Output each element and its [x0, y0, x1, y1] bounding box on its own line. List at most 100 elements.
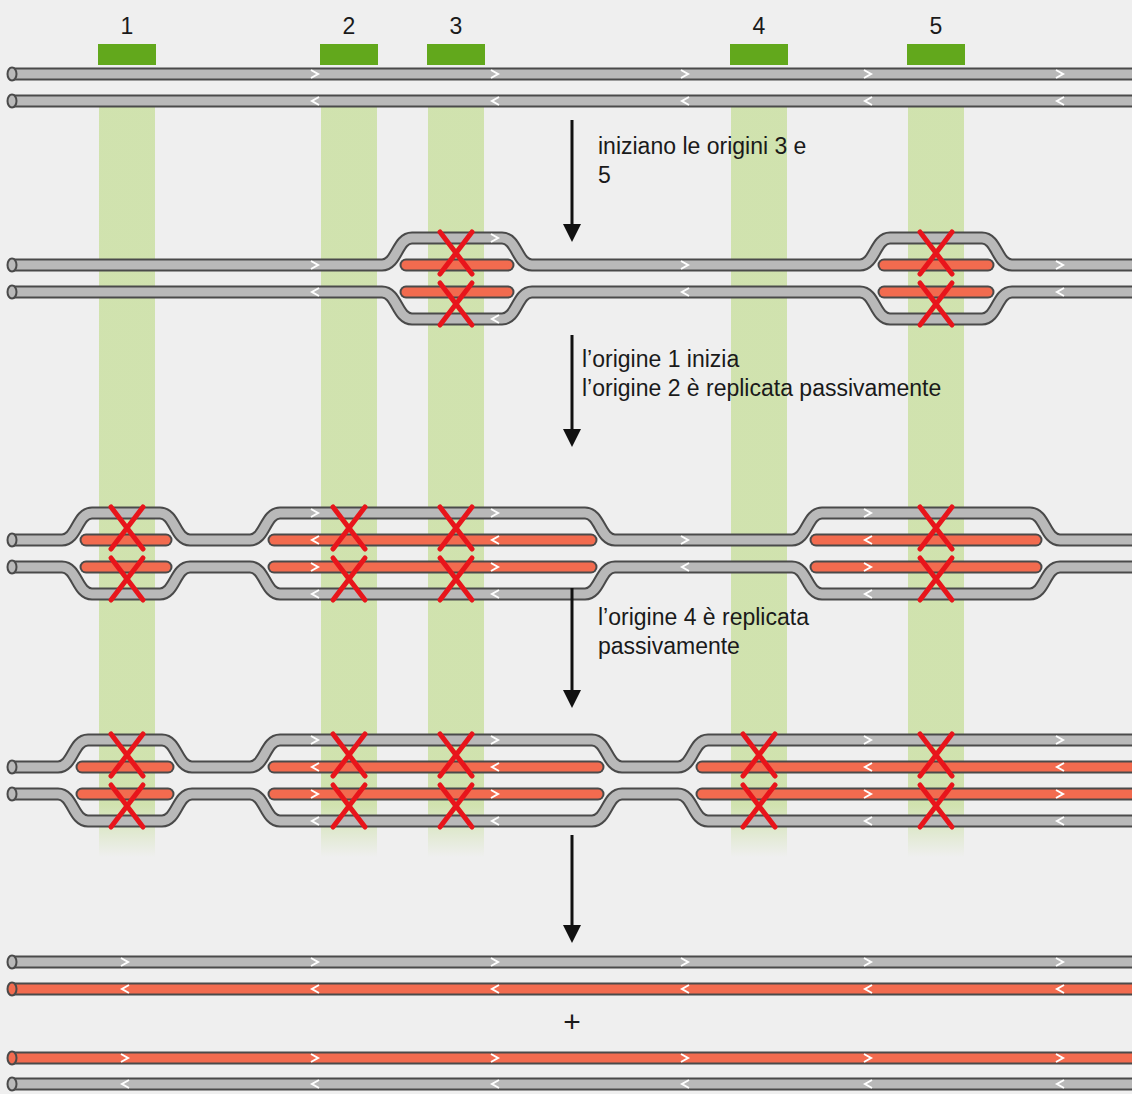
strand-end	[8, 259, 17, 272]
strand-direction	[311, 958, 318, 966]
step-arrow	[571, 120, 574, 226]
strand-direction	[491, 1054, 498, 1062]
origin-used-mark	[440, 283, 472, 325]
strand-direction	[864, 790, 871, 798]
strand-fill	[406, 288, 508, 297]
strand-outline	[884, 259, 988, 272]
strand-outline	[274, 761, 598, 774]
strand-direction	[681, 958, 688, 966]
strand-fill	[884, 288, 988, 297]
strand-direction	[682, 985, 689, 993]
strand-direction	[1057, 763, 1064, 771]
origin-used-mark	[920, 283, 952, 325]
strand-direction	[492, 97, 499, 105]
strand-fill	[12, 985, 1132, 994]
strand-outline	[86, 534, 166, 547]
origin-used-mark	[440, 734, 472, 776]
origin-used-mark	[743, 785, 775, 827]
strand-outline	[274, 788, 598, 801]
step-arrow	[571, 835, 574, 927]
origin-box	[98, 44, 156, 65]
strand-direction	[682, 288, 689, 296]
origin-box	[320, 44, 378, 65]
origin-used-mark	[920, 785, 952, 827]
origin-used-mark	[440, 734, 472, 776]
strand-direction	[1056, 70, 1063, 78]
strand-direction	[1057, 817, 1064, 825]
origin-used-mark	[111, 507, 143, 549]
strand-direction	[865, 985, 872, 993]
strand-outline	[274, 534, 591, 547]
strand-outline	[12, 956, 1132, 969]
strand-direction	[865, 536, 872, 544]
strand-outline	[12, 1078, 1132, 1091]
strand-direction	[491, 790, 498, 798]
strand-direction	[492, 590, 499, 598]
strand-outline	[12, 513, 1132, 540]
origin-used-mark	[440, 507, 472, 549]
origin-used-mark	[743, 734, 775, 776]
step-arrowhead	[563, 224, 581, 242]
strand-fill	[12, 1080, 1132, 1089]
origin-used-mark	[920, 558, 952, 600]
strand-direction	[681, 1054, 688, 1062]
strand-direction	[681, 261, 688, 269]
strand-direction	[491, 234, 498, 242]
strand-direction	[312, 97, 319, 105]
strand-outline	[406, 259, 508, 272]
origin-used-mark	[333, 785, 365, 827]
strand-direction	[491, 958, 498, 966]
origin-used-mark	[440, 232, 472, 274]
origin-used-mark	[920, 283, 952, 325]
strand-fill	[12, 97, 1132, 106]
strand-direction	[311, 509, 318, 517]
strand-direction	[1057, 288, 1064, 296]
strand-fill	[82, 790, 168, 799]
strand-direction	[491, 70, 498, 78]
strand-direction	[864, 509, 871, 517]
origin-number: 5	[930, 12, 943, 41]
strand-direction	[312, 985, 319, 993]
strand-outline	[82, 788, 168, 801]
origin-used-mark	[440, 785, 472, 827]
origin-used-mark	[440, 785, 472, 827]
strand-direction	[682, 97, 689, 105]
strand-direction	[492, 536, 499, 544]
strand-end	[8, 788, 17, 801]
strand-fill	[274, 536, 591, 545]
origin-used-mark	[743, 734, 775, 776]
strand-end	[8, 68, 17, 81]
strand-fill	[12, 513, 1132, 540]
origin-used-mark	[920, 558, 952, 600]
strand-fill	[274, 790, 598, 799]
origin-used-mark	[333, 734, 365, 776]
origin-used-mark	[333, 558, 365, 600]
strand-end	[8, 983, 17, 996]
strand-direction	[1057, 1080, 1064, 1088]
strand-direction	[865, 590, 872, 598]
origin-used-mark	[111, 785, 143, 827]
origin-used-mark	[920, 507, 952, 549]
origin-used-mark	[111, 734, 143, 776]
step-arrowhead	[563, 690, 581, 708]
strand-direction	[1057, 985, 1064, 993]
strand-outline	[12, 983, 1132, 996]
strand-direction	[864, 958, 871, 966]
step-arrowhead	[563, 925, 581, 943]
strand-direction	[1056, 261, 1063, 269]
strand-direction	[312, 1080, 319, 1088]
origin-number: 4	[753, 12, 766, 41]
strand-end	[8, 95, 17, 108]
strand-direction	[312, 590, 319, 598]
strand-direction	[864, 736, 871, 744]
strand-direction	[864, 563, 871, 571]
strand-direction	[492, 985, 499, 993]
strand-fill	[12, 1054, 1132, 1063]
origin-used-mark	[333, 558, 365, 600]
strand-outline	[12, 292, 1132, 319]
origin-box	[427, 44, 485, 65]
origin-used-mark	[111, 558, 143, 600]
strand-outline	[274, 561, 591, 574]
origin-used-mark	[920, 785, 952, 827]
